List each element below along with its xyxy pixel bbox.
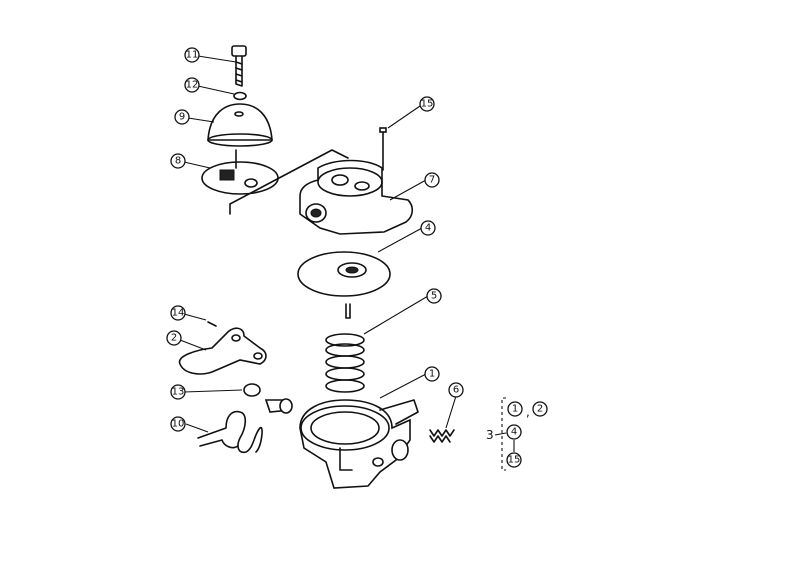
callout-1: 1 bbox=[424, 366, 440, 382]
washer-part bbox=[233, 91, 247, 101]
callout-2: 2 bbox=[166, 330, 182, 346]
ring-part bbox=[243, 383, 261, 397]
return-spring-part bbox=[197, 410, 263, 454]
rocker-arm-part bbox=[178, 327, 267, 375]
callout-12: 12 bbox=[184, 77, 200, 93]
svg-text:2: 2 bbox=[171, 333, 177, 344]
legend-item-1: 1 bbox=[512, 404, 518, 415]
callout-7: 7 bbox=[424, 172, 440, 188]
legend-group-3: 3 bbox=[486, 428, 494, 442]
callout-4: 4 bbox=[420, 220, 436, 236]
svg-text:10: 10 bbox=[172, 419, 185, 430]
dome-cap-part bbox=[207, 103, 273, 147]
upper-body-part bbox=[299, 159, 414, 235]
bolt-part bbox=[231, 45, 247, 87]
callout-10: 10 bbox=[170, 416, 186, 432]
legend-item-4: 4 bbox=[511, 427, 517, 438]
svg-text:4: 4 bbox=[425, 223, 431, 234]
svg-text:1: 1 bbox=[429, 369, 435, 380]
callout-13: 13 bbox=[170, 384, 186, 400]
svg-text:14: 14 bbox=[172, 308, 185, 319]
small-pin-part bbox=[207, 321, 217, 327]
svg-text:15: 15 bbox=[421, 99, 434, 110]
callout-5: 5 bbox=[426, 288, 442, 304]
svg-text:9: 9 bbox=[179, 112, 185, 123]
diaphragm-part bbox=[297, 251, 391, 297]
svg-text:11: 11 bbox=[186, 50, 199, 61]
pull-rod bbox=[345, 303, 351, 319]
small-spring-part bbox=[429, 429, 455, 443]
svg-text:12: 12 bbox=[186, 80, 199, 91]
callout-8: 8 bbox=[170, 153, 186, 169]
svg-text:6: 6 bbox=[453, 385, 459, 396]
svg-text:7: 7 bbox=[429, 175, 435, 186]
legend-item-2: 2 bbox=[537, 404, 543, 415]
filter-plate-part bbox=[201, 149, 279, 195]
svg-text:8: 8 bbox=[175, 156, 181, 167]
svg-text:13: 13 bbox=[172, 387, 185, 398]
callout-11: 11 bbox=[184, 47, 200, 63]
callout-15: 15 bbox=[419, 96, 435, 112]
svg-text:5: 5 bbox=[431, 291, 437, 302]
lower-body-part bbox=[299, 399, 419, 489]
screw-part bbox=[379, 127, 387, 171]
legend-item-15: 15 bbox=[508, 455, 521, 466]
pivot-pin-part bbox=[264, 398, 293, 414]
parts-group-legend: 1 , 2 3 4 15 bbox=[486, 397, 548, 471]
callout-6: 6 bbox=[448, 382, 464, 398]
section-line bbox=[229, 149, 349, 215]
spring-part bbox=[325, 333, 365, 393]
callout-9: 9 bbox=[174, 109, 190, 125]
callout-14: 14 bbox=[170, 305, 186, 321]
legend-comma: , bbox=[526, 405, 530, 419]
